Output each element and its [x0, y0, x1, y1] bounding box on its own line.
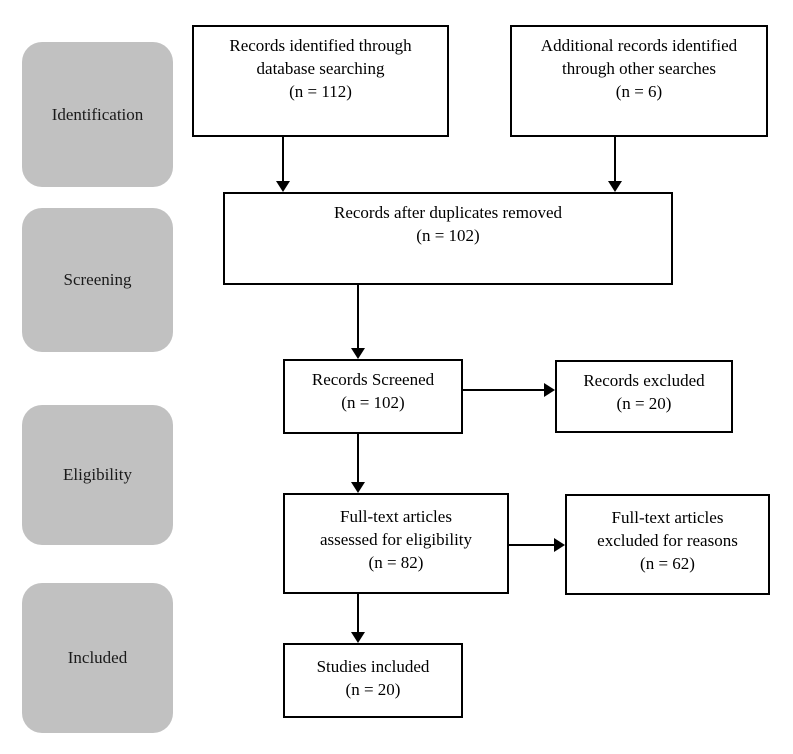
node-text-line: (n = 82)	[368, 553, 424, 572]
node-text-line: Full-text articles	[611, 508, 724, 527]
node-text-line: Records identified through	[229, 36, 412, 55]
connector-screened-to-excluded	[463, 389, 545, 391]
node-text-line: Studies included	[316, 657, 430, 676]
node-text-line: (n = 62)	[640, 554, 695, 573]
node-records-screened: Records Screened (n = 102)	[283, 359, 463, 434]
node-text-line: (n = 20)	[345, 680, 401, 699]
stage-screening: Screening	[22, 208, 173, 352]
node-text-line: Records after duplicates removed	[334, 203, 562, 222]
node-text-line: Records Screened	[311, 370, 435, 389]
node-text-line: (n = 102)	[341, 393, 405, 412]
connector-duplicates-to-screened	[357, 285, 359, 349]
node-text-line: excluded for reasons	[597, 531, 738, 550]
stage-identification-label: Identification	[51, 104, 144, 124]
node-text-line: (n = 112)	[289, 82, 352, 101]
node-fulltext-excluded: Full-text articles excluded for reasons …	[565, 494, 770, 595]
connector-other-to-duplicates	[614, 137, 616, 182]
node-text-line: Records excluded	[583, 371, 705, 390]
connector-db-to-duplicates	[282, 137, 284, 182]
arrowhead-down-icon	[351, 348, 365, 359]
node-fulltext-assessed: Full-text articles assessed for eligibil…	[283, 493, 509, 594]
arrowhead-down-icon	[608, 181, 622, 192]
arrowhead-right-icon	[544, 383, 555, 397]
stage-identification: Identification	[22, 42, 173, 187]
arrowhead-down-icon	[276, 181, 290, 192]
stage-included-label: Included	[67, 648, 128, 667]
connector-fulltext-to-excluded	[509, 544, 555, 546]
node-text-line: (n = 20)	[616, 394, 672, 413]
arrowhead-down-icon	[351, 482, 365, 493]
node-duplicates-removed: Records after duplicates removed (n = 10…	[223, 192, 673, 285]
node-text-line: assessed for eligibility	[319, 530, 473, 549]
node-records-identified-database: Records identified through database sear…	[192, 25, 449, 137]
node-records-excluded: Records excluded (n = 20)	[555, 360, 733, 433]
stage-included: Included	[22, 583, 173, 733]
node-text-line: (n = 102)	[416, 226, 480, 245]
connector-screened-to-fulltext	[357, 434, 359, 483]
arrowhead-right-icon	[554, 538, 565, 552]
stage-eligibility-label: Eligibility	[63, 465, 132, 484]
stage-screening-label: Screening	[63, 270, 132, 289]
node-additional-records-identified: Additional records identified through ot…	[510, 25, 768, 137]
stage-eligibility: Eligibility	[22, 405, 173, 545]
node-text-line: (n = 6)	[615, 82, 663, 101]
node-text-line: through other searches	[562, 59, 716, 78]
node-text-line: Additional records identified	[540, 36, 738, 55]
node-studies-included: Studies included (n = 20)	[283, 643, 463, 718]
arrowhead-down-icon	[351, 632, 365, 643]
node-text-line: database searching	[256, 59, 385, 78]
connector-fulltext-to-included	[357, 594, 359, 633]
node-text-line: Full-text articles	[340, 507, 452, 526]
